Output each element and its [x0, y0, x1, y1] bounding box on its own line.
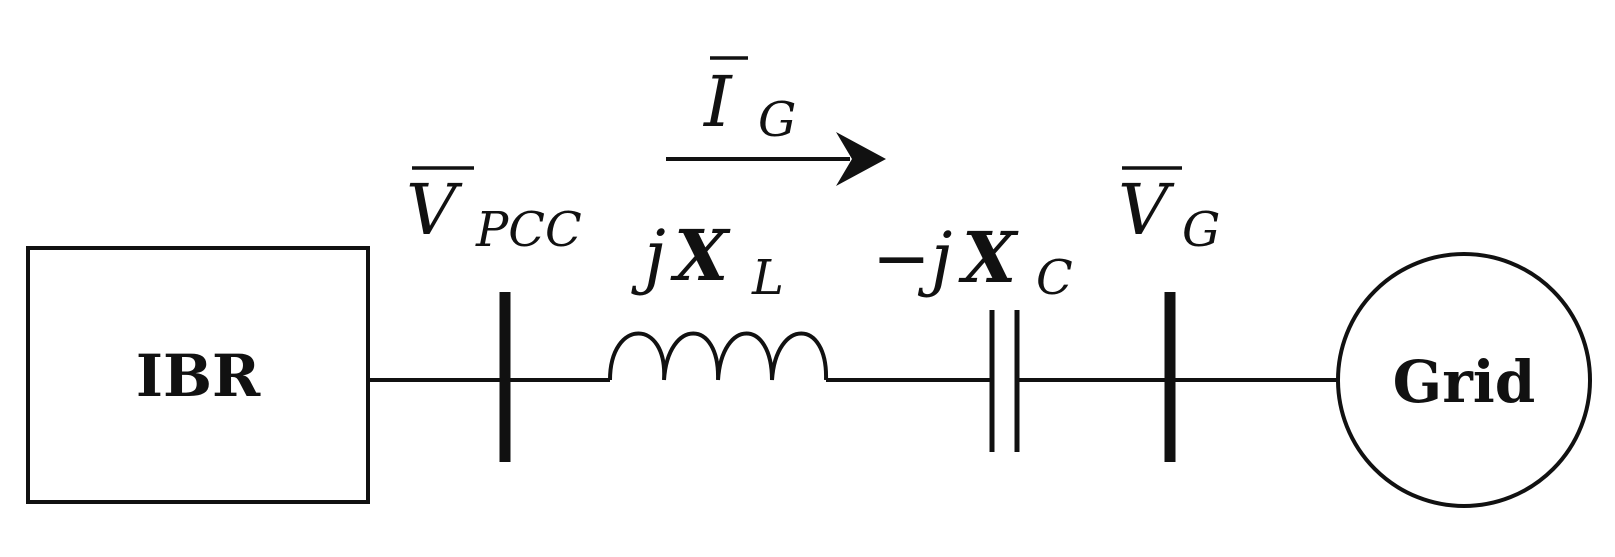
capacitor-label-prefix: −j	[872, 217, 952, 299]
ibr-label: IBR	[136, 342, 261, 410]
current-label-symbol: I	[702, 61, 733, 143]
grid-label: Grid	[1393, 348, 1536, 416]
vpcc-label-subscript: PCC	[475, 202, 582, 258]
inductor-label-subscript: L	[751, 250, 784, 306]
vpcc-label-symbol: V	[406, 169, 463, 251]
capacitor-label-symbol: X	[958, 216, 1019, 299]
capacitor-label-subscript: C	[1036, 250, 1073, 306]
vg-label-subscript: G	[1182, 202, 1220, 258]
inductor-label-prefix: j	[631, 215, 666, 297]
inductor-label-symbol: X	[670, 214, 731, 297]
grid-source-circle	[1336, 252, 1592, 508]
vg-label-symbol: V	[1118, 169, 1175, 251]
ibr-block	[26, 246, 370, 504]
inductor-coil	[608, 331, 829, 381]
current-arrow-head	[836, 132, 886, 186]
current-label-subscript: G	[758, 92, 796, 148]
